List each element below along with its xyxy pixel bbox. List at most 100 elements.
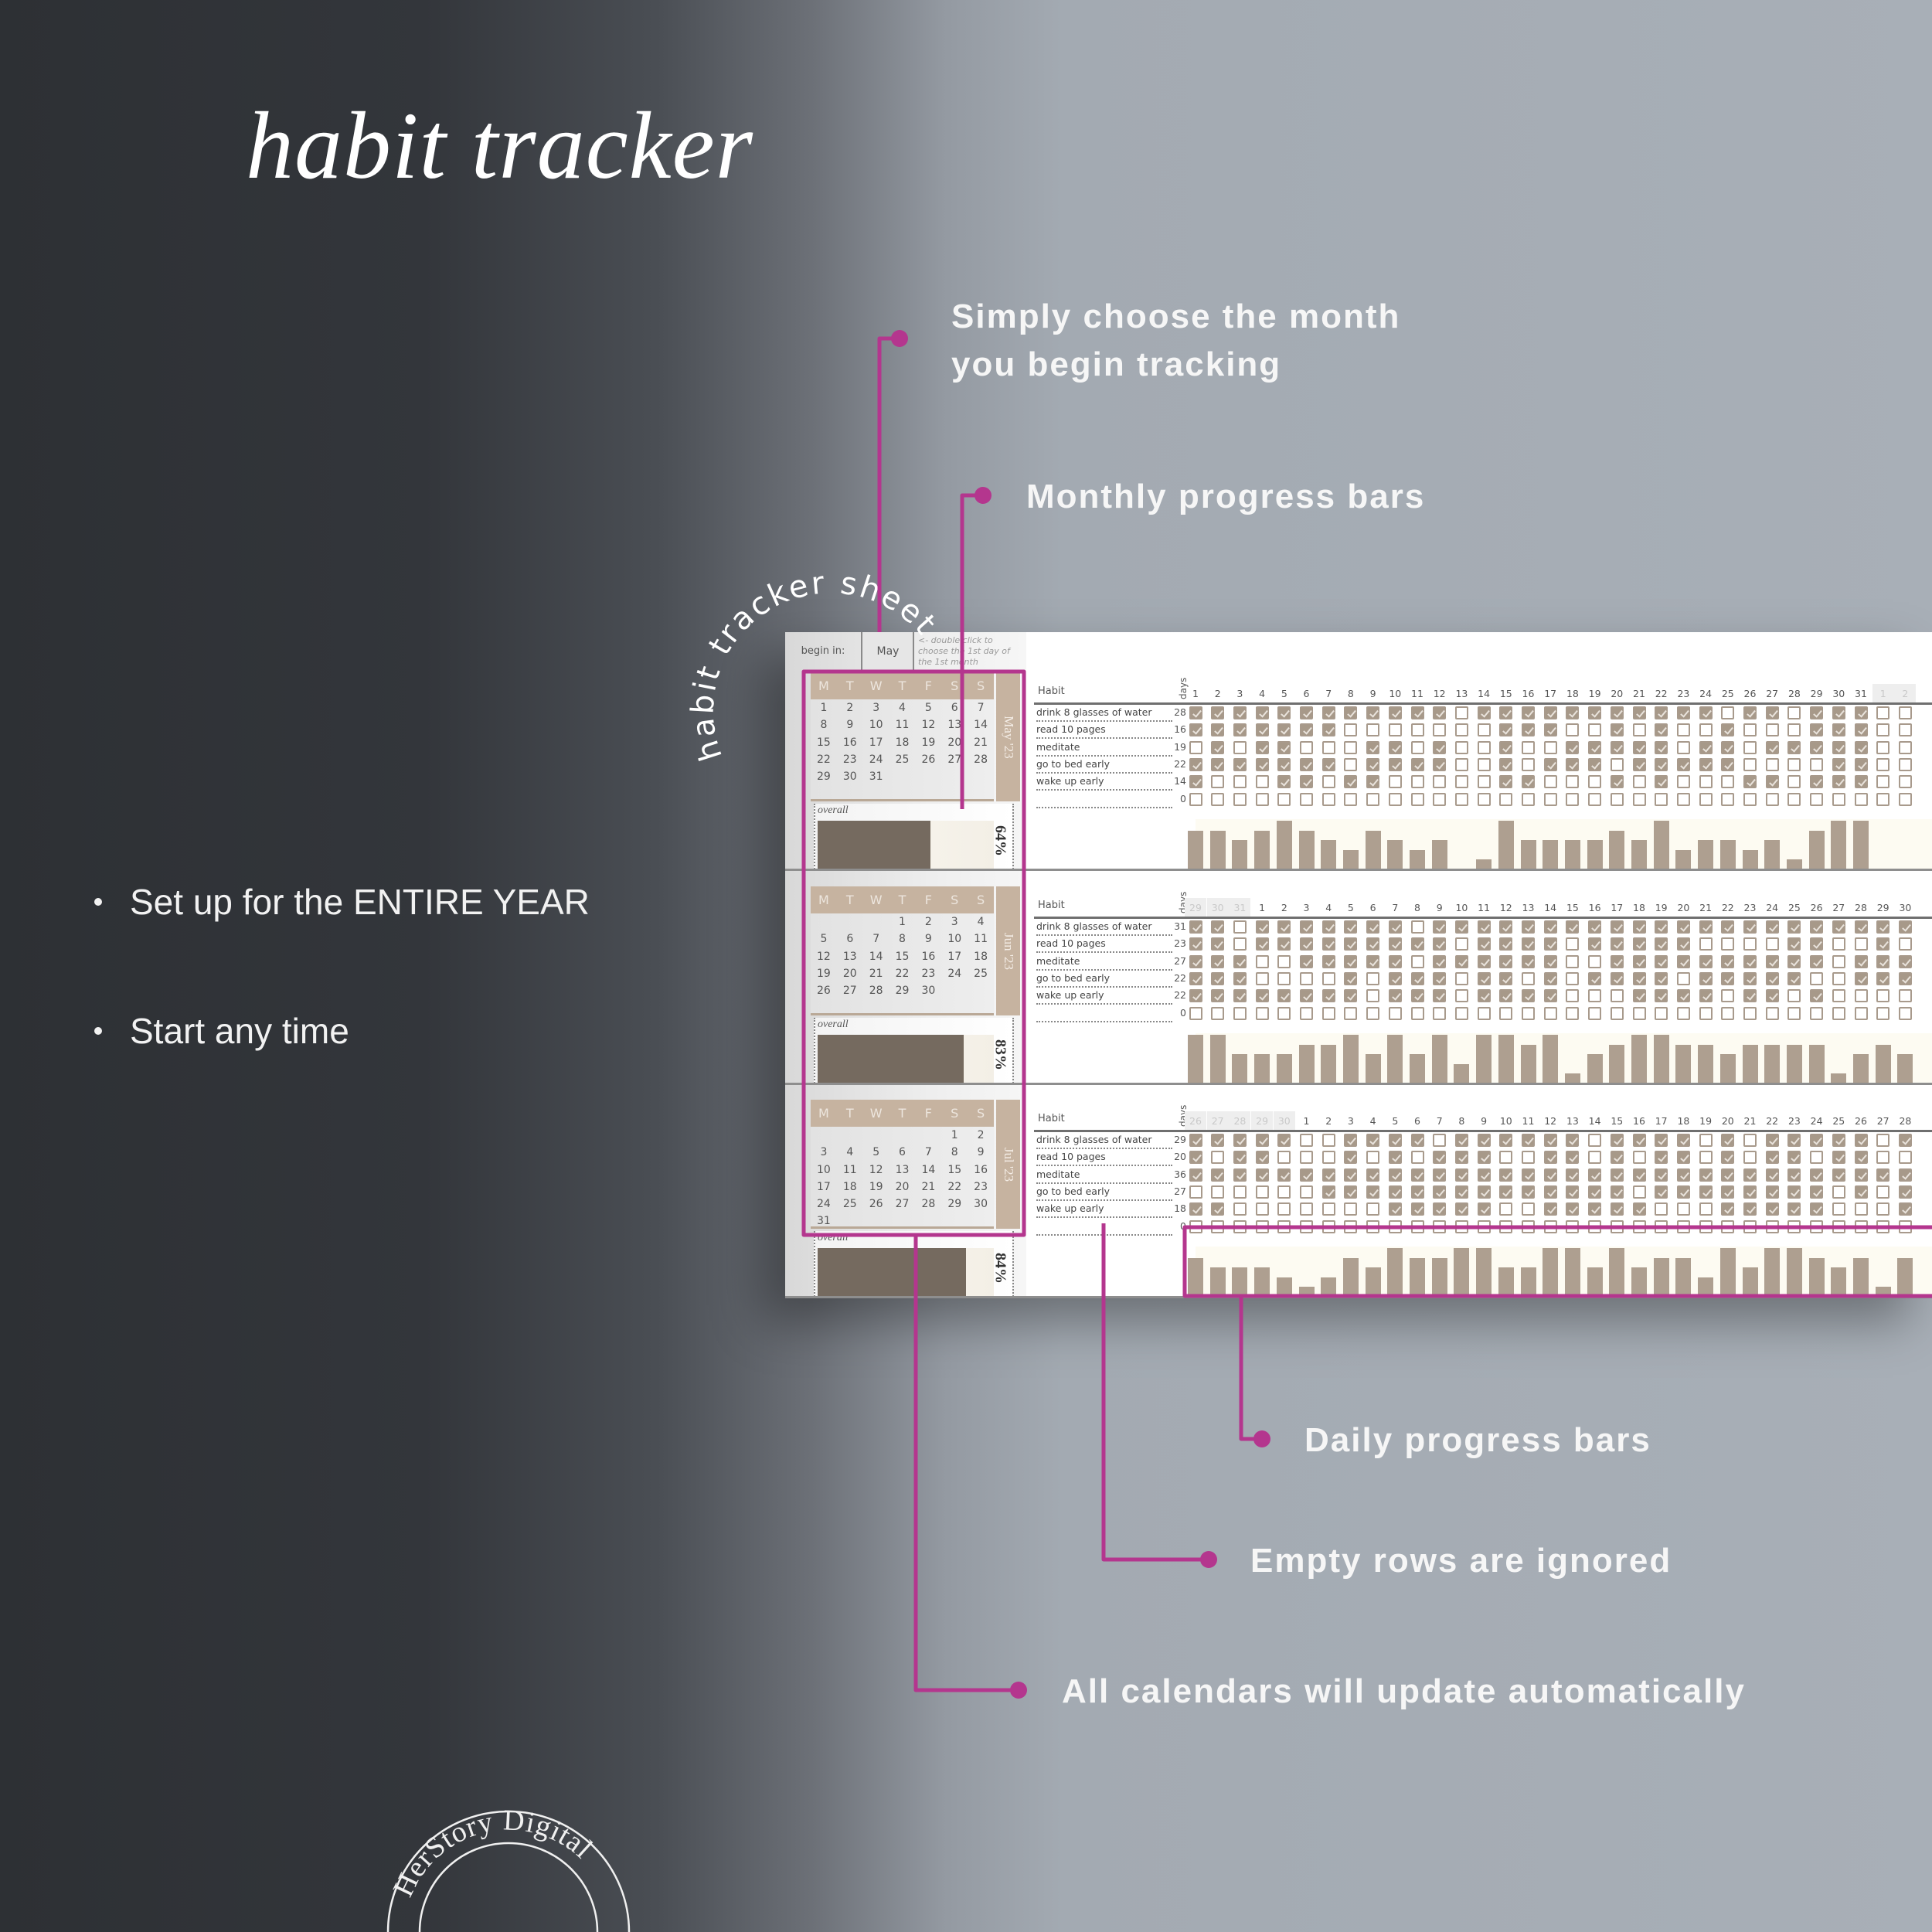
habit-checkbox[interactable] <box>1344 792 1358 806</box>
habit-checkbox[interactable] <box>1543 1185 1557 1199</box>
habit-checkbox[interactable] <box>1211 971 1225 985</box>
habit-checkbox[interactable] <box>1433 937 1447 951</box>
habit-checkbox[interactable] <box>1454 1168 1468 1182</box>
habit-checkbox[interactable] <box>1876 706 1890 719</box>
habit-checkbox[interactable] <box>1543 740 1557 754</box>
habit-checkbox[interactable] <box>1344 1151 1358 1165</box>
habit-checkbox[interactable] <box>1433 792 1447 806</box>
habit-checkbox[interactable] <box>1366 989 1380 1003</box>
habit-checkbox[interactable] <box>1543 706 1557 719</box>
habit-checkbox[interactable] <box>1832 1151 1845 1165</box>
habit-checkbox[interactable] <box>1277 954 1291 968</box>
habit-checkbox[interactable] <box>1300 954 1313 968</box>
habit-checkbox[interactable] <box>1499 1219 1513 1233</box>
habit-checkbox[interactable] <box>1433 1168 1447 1182</box>
habit-checkbox[interactable] <box>1477 1151 1491 1165</box>
habit-checkbox[interactable] <box>1388 1151 1402 1165</box>
habit-checkbox[interactable] <box>1743 1134 1757 1147</box>
habit-checkbox[interactable] <box>1300 989 1313 1003</box>
habit-checkbox[interactable] <box>1522 1006 1535 1020</box>
habit-checkbox[interactable] <box>1721 723 1735 737</box>
habit-checkbox[interactable] <box>1211 740 1225 754</box>
habit-checkbox[interactable] <box>1787 775 1801 789</box>
habit-checkbox[interactable] <box>1454 1185 1468 1199</box>
habit-checkbox[interactable] <box>1632 1219 1646 1233</box>
habit-checkbox[interactable] <box>1211 1134 1225 1147</box>
habit-checkbox[interactable] <box>1277 1202 1291 1216</box>
habit-checkbox[interactable] <box>1410 937 1424 951</box>
habit-checkbox[interactable] <box>1300 757 1313 771</box>
habit-checkbox[interactable] <box>1765 792 1779 806</box>
habit-checkbox[interactable] <box>1632 792 1646 806</box>
habit-checkbox[interactable] <box>1810 1185 1824 1199</box>
habit-name[interactable]: read 10 pages <box>1036 1149 1172 1167</box>
habit-checkbox[interactable] <box>1632 937 1646 951</box>
habit-checkbox[interactable] <box>1632 1006 1646 1020</box>
habit-checkbox[interactable] <box>1543 920 1557 934</box>
habit-checkbox[interactable] <box>1277 1168 1291 1182</box>
habit-checkbox[interactable] <box>1189 1134 1202 1147</box>
habit-checkbox[interactable] <box>1655 792 1668 806</box>
habit-checkbox[interactable] <box>1632 989 1646 1003</box>
habit-checkbox[interactable] <box>1454 1006 1468 1020</box>
habit-checkbox[interactable] <box>1588 723 1602 737</box>
habit-checkbox[interactable] <box>1233 1185 1247 1199</box>
habit-checkbox[interactable] <box>1588 1134 1602 1147</box>
habit-checkbox[interactable] <box>1388 1202 1402 1216</box>
habit-checkbox[interactable] <box>1588 1185 1602 1199</box>
habit-checkbox[interactable] <box>1321 1202 1335 1216</box>
habit-checkbox[interactable] <box>1765 1134 1779 1147</box>
habit-checkbox[interactable] <box>1655 1168 1668 1182</box>
habit-checkbox[interactable] <box>1410 706 1424 719</box>
habit-checkbox[interactable] <box>1388 920 1402 934</box>
habit-checkbox[interactable] <box>1543 954 1557 968</box>
habit-checkbox[interactable] <box>1410 740 1424 754</box>
habit-checkbox[interactable] <box>1366 971 1380 985</box>
habit-checkbox[interactable] <box>1898 1202 1912 1216</box>
habit-checkbox[interactable] <box>1810 1219 1824 1233</box>
habit-checkbox[interactable] <box>1388 1185 1402 1199</box>
habit-checkbox[interactable] <box>1898 1219 1912 1233</box>
habit-checkbox[interactable] <box>1743 989 1757 1003</box>
habit-checkbox[interactable] <box>1189 1006 1202 1020</box>
habit-checkbox[interactable] <box>1832 1185 1845 1199</box>
habit-checkbox[interactable] <box>1655 775 1668 789</box>
habit-checkbox[interactable] <box>1699 706 1713 719</box>
habit-checkbox[interactable] <box>1189 706 1202 719</box>
habit-checkbox[interactable] <box>1543 971 1557 985</box>
habit-checkbox[interactable] <box>1189 723 1202 737</box>
habit-checkbox[interactable] <box>1499 920 1513 934</box>
habit-checkbox[interactable] <box>1189 954 1202 968</box>
habit-checkbox[interactable] <box>1676 775 1690 789</box>
habit-checkbox[interactable] <box>1277 706 1291 719</box>
habit-checkbox[interactable] <box>1588 937 1602 951</box>
habit-checkbox[interactable] <box>1610 971 1624 985</box>
habit-checkbox[interactable] <box>1898 1185 1912 1199</box>
habit-checkbox[interactable] <box>1765 989 1779 1003</box>
habit-checkbox[interactable] <box>1721 1185 1735 1199</box>
habit-checkbox[interactable] <box>1410 920 1424 934</box>
habit-checkbox[interactable] <box>1787 740 1801 754</box>
habit-checkbox[interactable] <box>1433 775 1447 789</box>
habit-checkbox[interactable] <box>1454 706 1468 719</box>
habit-checkbox[interactable] <box>1433 723 1447 737</box>
habit-checkbox[interactable] <box>1566 723 1580 737</box>
habit-checkbox[interactable] <box>1388 757 1402 771</box>
habit-checkbox[interactable] <box>1388 723 1402 737</box>
habit-checkbox[interactable] <box>1477 954 1491 968</box>
habit-checkbox[interactable] <box>1610 775 1624 789</box>
habit-checkbox[interactable] <box>1632 1134 1646 1147</box>
habit-name[interactable]: wake up early <box>1036 988 1172 1005</box>
habit-checkbox[interactable] <box>1233 1134 1247 1147</box>
habit-name[interactable]: drink 8 glasses of water <box>1036 1132 1172 1149</box>
habit-checkbox[interactable] <box>1454 920 1468 934</box>
habit-checkbox[interactable] <box>1810 706 1824 719</box>
habit-checkbox[interactable] <box>1321 937 1335 951</box>
habit-checkbox[interactable] <box>1233 1168 1247 1182</box>
habit-checkbox[interactable] <box>1743 1168 1757 1182</box>
habit-checkbox[interactable] <box>1765 954 1779 968</box>
habit-checkbox[interactable] <box>1566 1006 1580 1020</box>
habit-checkbox[interactable] <box>1810 937 1824 951</box>
habit-checkbox[interactable] <box>1233 937 1247 951</box>
habit-checkbox[interactable] <box>1454 954 1468 968</box>
